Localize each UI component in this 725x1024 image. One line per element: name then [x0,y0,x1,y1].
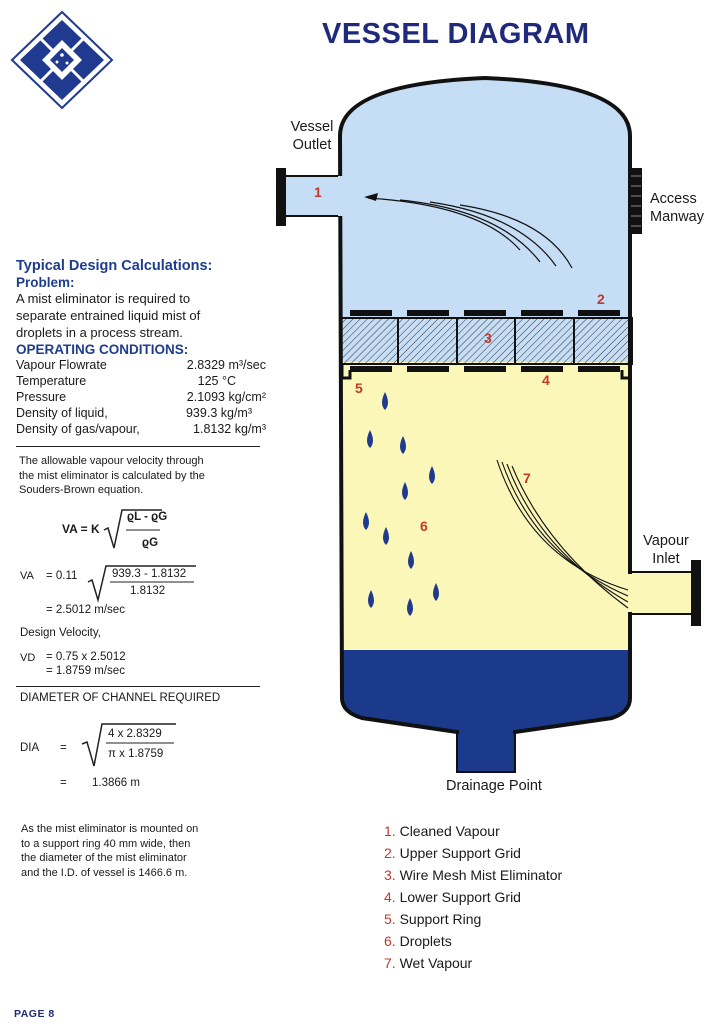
upper-support-grid [350,310,620,316]
arrow-head-icon [364,193,378,201]
divider [16,446,260,447]
sqrt-symbol [81,723,176,767]
vapour-inlet-label: Vapour Inlet [643,533,689,567]
dia-label: DIA [20,742,40,754]
condition-row: Density of gas/vapour,1.8132 kg/m³ [16,422,266,436]
design-velocity-label: Design Velocity, [20,627,101,639]
operating-conditions-heading: OPERATING CONDITIONS: [16,342,189,357]
marker-7: 7 [523,470,531,486]
closing-text: As the mist eliminator is mounted on to … [21,823,199,879]
divider [16,686,260,687]
sqrt-symbol [87,565,196,603]
va-label: VA [20,570,34,582]
va-numerator: 939.3 - 1.8132 [112,568,187,580]
dia-result-eq: = [60,777,67,789]
souders-brown-numerator: ϱL - ϱG [127,511,168,523]
outlet-flange [276,168,286,226]
problem-heading: Problem: [16,275,75,290]
va-result: = 2.5012 m/sec [46,604,125,616]
drainage-point-label: Drainage Point [446,778,542,794]
vd-line1: = 0.75 x 2.5012 [46,651,126,663]
marker-2: 2 [597,291,605,307]
souders-brown-denominator: ϱG [142,537,159,549]
legend-item: 5. Support Ring [384,911,482,927]
legend: 1. Cleaned Vapour 2. Upper Support Grid … [384,820,562,974]
vd-label: VD [20,652,36,664]
vd-line2: = 1.8759 m/sec [46,665,125,677]
dia-result: 1.3866 m [92,777,140,789]
cleaned-vapour-flow [367,197,573,269]
dia-eq: = [60,742,67,754]
page-title: VESSEL DIAGRAM [322,18,590,50]
droplet-icons [363,392,439,616]
inlet-flange [691,560,701,626]
marker-5: 5 [355,380,363,396]
legend-item: 7. Wet Vapour [384,955,473,971]
logo-icon [10,10,114,110]
vessel-outlet-label: Vessel Outlet [290,119,334,153]
liquid-pool [340,650,630,732]
legend-item: 3. Wire Mesh Mist Eliminator [384,867,563,883]
marker-3: 3 [484,330,492,346]
marker-6: 6 [420,518,428,534]
souders-brown-lhs: VA = K [62,522,100,536]
legend-item: 6. Droplets [384,933,452,949]
diameter-heading: DIAMETER OF CHANNEL REQUIRED [20,692,221,704]
wet-vapour-flow [496,459,629,609]
legend-item: 1. Cleaned Vapour [384,823,500,839]
sqrt-symbol [103,509,162,549]
access-manway-label: Access Manway [650,191,704,225]
dia-numerator: 4 x 2.8329 [108,728,162,740]
va-denominator: 1.8132 [130,585,166,597]
legend-item: 4. Lower Support Grid [384,889,521,905]
va-eq: = 0.11 [46,570,78,582]
lower-chamber [340,362,630,652]
legend-item: 2. Upper Support Grid [384,845,521,861]
problem-text: A mist eliminator is required to separat… [16,291,201,340]
vessel-shell [337,75,632,734]
marker-1: 1 [314,184,322,200]
outlet-nozzle [284,175,344,217]
vessel-diagram [276,75,701,773]
allowable-velocity-text: The allowable vapour velocity through th… [19,455,205,496]
lower-support-grid [350,366,620,372]
inlet-nozzle [627,571,693,615]
dia-denominator: π x 1.8759 [108,748,164,760]
calc-heading: Typical Design Calculations: [16,258,213,274]
marker-4: 4 [542,372,550,388]
access-manway-icon [630,168,642,234]
page-number: PAGE 8 [14,1008,55,1020]
condition-row: Density of liquid,939.3 kg/m³ [16,406,252,420]
